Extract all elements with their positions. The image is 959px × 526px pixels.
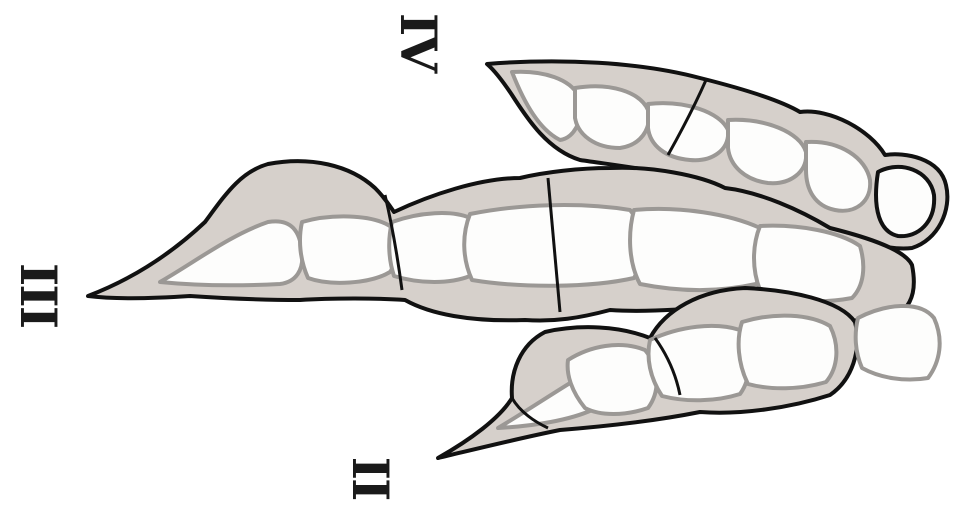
digit-iii-label: III [13, 263, 63, 327]
digit-ii-label: II [345, 457, 395, 500]
digit-iv-label: IV [393, 13, 443, 71]
digit-iii-phalanx-5 [630, 209, 766, 290]
digit-iv-metatarsal-head [876, 167, 934, 236]
digit-ii-phalanx-4 [739, 316, 837, 389]
digit-ii-phalanx-2 [568, 345, 657, 414]
digit-ii-phalanx-3 [649, 326, 750, 400]
digit-iii-phalanx-2 [300, 216, 397, 282]
digit-iv-phalanx-2 [575, 86, 649, 148]
digit-ii-metatarsal [856, 306, 940, 380]
